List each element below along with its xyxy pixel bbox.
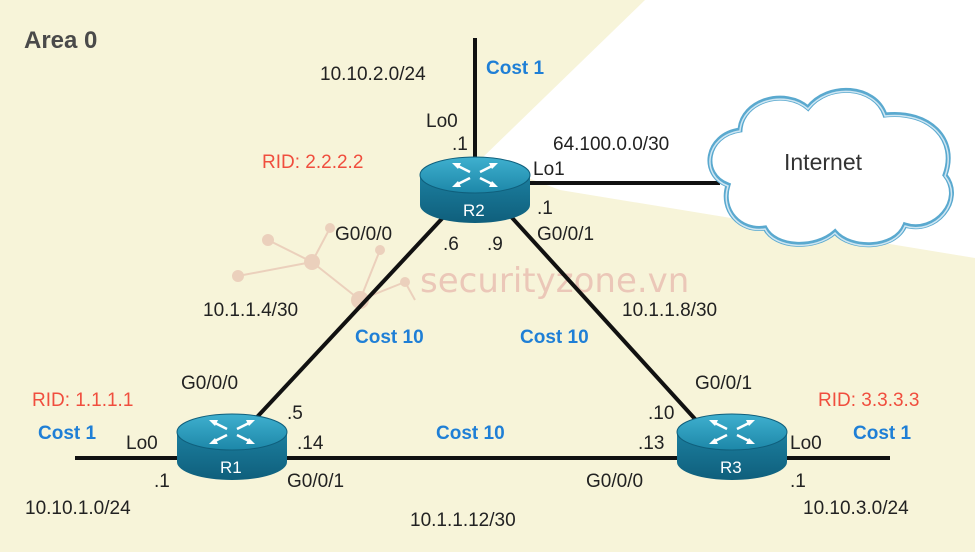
r2-loopback-cost: Cost 1 (486, 58, 545, 79)
internet-link-if: Lo1 (533, 159, 565, 180)
r1-g000-if: G0/0/0 (181, 373, 238, 394)
r1-g000-ip: .5 (287, 403, 303, 424)
r3-g001-if: G0/0/1 (695, 373, 752, 394)
r1-rid: RID: 1.1.1.1 (32, 390, 133, 411)
internet-link-ip: .1 (537, 198, 553, 219)
r2-loopback-if: Lo0 (426, 111, 458, 132)
r3-g000-ip: .13 (638, 433, 664, 454)
r2-r3-network: 10.1.1.8/30 (622, 300, 717, 321)
r2-r3-link (503, 208, 707, 432)
internet-label: Internet (784, 149, 863, 175)
r3-g001-ip: .10 (648, 403, 674, 424)
r2-r3-cost: Cost 10 (520, 327, 589, 348)
watermark-text: securityzone.vn (420, 261, 689, 301)
r2-g000-if: G0/0/0 (335, 224, 392, 245)
r3-loopback-network: 10.10.3.0/24 (803, 498, 909, 519)
r2-loopback-network: 10.10.2.0/24 (320, 64, 426, 85)
r2-g000-ip: .6 (443, 234, 459, 255)
r2-loopback-ip: .1 (452, 134, 468, 155)
r3-rid: RID: 3.3.3.3 (818, 390, 919, 411)
area-label: Area 0 (24, 27, 97, 54)
router-r3[interactable]: R3 (676, 413, 788, 480)
r1-loopback-network: 10.10.1.0/24 (25, 498, 131, 519)
r1-r2-link (243, 208, 452, 432)
r2-g001-ip: .9 (487, 234, 503, 255)
router-r2[interactable]: R2 (419, 156, 531, 223)
r1-g001-ip: .14 (297, 433, 324, 454)
r1-r2-cost: Cost 10 (355, 327, 424, 348)
r1-r2-network: 10.1.1.4/30 (203, 300, 298, 321)
router-r1-name: R1 (220, 458, 242, 477)
router-r1[interactable]: R1 (176, 413, 288, 480)
r1-g001-if: G0/0/1 (287, 471, 344, 492)
r3-g000-if: G0/0/0 (586, 471, 643, 492)
r1-r3-cost: Cost 10 (436, 423, 505, 444)
r3-loopback-cost: Cost 1 (853, 423, 912, 444)
internet-network: 64.100.0.0/30 (553, 134, 669, 155)
r1-r3-network: 10.1.1.12/30 (410, 510, 516, 531)
router-r2-name: R2 (463, 201, 485, 220)
router-r3-name: R3 (720, 458, 742, 477)
r2-rid: RID: 2.2.2.2 (262, 152, 363, 173)
r1-loopback-if: Lo0 (126, 433, 158, 454)
r1-loopback-cost: Cost 1 (38, 423, 97, 444)
r2-g001-if: G0/0/1 (537, 224, 594, 245)
r3-loopback-if: Lo0 (790, 433, 822, 454)
r1-loopback-ip: .1 (154, 471, 170, 492)
internet-cloud: Internet (707, 87, 954, 248)
r3-loopback-ip: .1 (790, 471, 806, 492)
